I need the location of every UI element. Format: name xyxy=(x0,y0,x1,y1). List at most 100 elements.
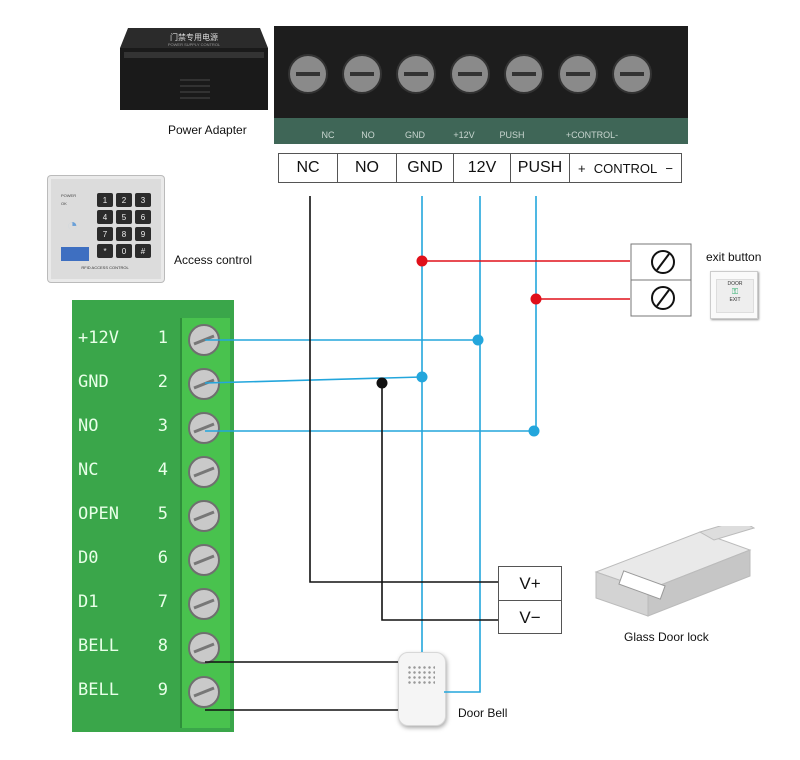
photo-label-no: NO xyxy=(361,130,375,140)
adapter-chinese-label: 门禁专用电源 xyxy=(170,32,218,42)
pin-name: +12V xyxy=(78,328,119,348)
pin-number: 1 xyxy=(157,328,168,348)
screw-slot xyxy=(193,334,215,346)
junction-gnd-exit xyxy=(416,255,428,267)
keypad-key: 7 xyxy=(97,227,113,241)
pin-name: NO xyxy=(78,416,99,436)
keypad-key: 0 xyxy=(116,244,132,258)
exit-terminal-screw-1 xyxy=(651,250,675,274)
exit-button-image: DOOR ⚿ EXIT xyxy=(710,271,758,319)
screw-slot xyxy=(193,466,215,478)
terminal-label-push: PUSH xyxy=(511,154,570,182)
terminal-label-nc: NC xyxy=(279,154,338,182)
power-adapter-image: 门禁专用电源 POWER SUPPLY CONTROL xyxy=(120,28,268,110)
keypad-key: 8 xyxy=(116,227,132,241)
keypad-key: # xyxy=(135,244,151,258)
board-pin-label: OPEN 5 xyxy=(78,498,168,530)
lock-v-minus: V− xyxy=(519,607,541,627)
power-terminal-label-row: NC NO GND 12V PUSH + CONTROL − xyxy=(278,153,682,183)
adapter-sub-label: POWER SUPPLY CONTROL xyxy=(168,42,221,47)
pin-number: 3 xyxy=(157,416,168,436)
pin-number: 7 xyxy=(157,592,168,612)
screw-slot xyxy=(193,510,215,522)
board-pin-label: +12V 1 xyxy=(78,322,168,354)
keypad-key: 5 xyxy=(116,210,132,224)
keypad-key: 2 xyxy=(116,193,132,207)
terminal-label-12v: 12V xyxy=(454,154,511,182)
wire-12v-to-bell xyxy=(444,340,481,693)
power-adapter-label: Power Adapter xyxy=(168,123,247,137)
pin-number: 2 xyxy=(157,372,168,392)
wire-nc-to-vplus xyxy=(309,196,498,583)
door-bell-image xyxy=(398,652,446,726)
exit-button-label: exit button xyxy=(706,250,762,264)
keypad-key: * xyxy=(97,244,113,258)
pin-name: D1 xyxy=(78,592,99,612)
pin-number: 4 xyxy=(157,460,168,480)
lock-terminal-box: V+ V− xyxy=(498,566,562,634)
photo-label-12v: +12V xyxy=(453,130,474,140)
pin-number: 5 xyxy=(157,504,168,524)
keypad-key: 3 xyxy=(135,193,151,207)
keypad-brand-text: RFID ACCESS CONTROL xyxy=(81,265,129,270)
glass-door-lock-image xyxy=(594,526,755,617)
pin-number: 8 xyxy=(157,636,168,656)
pin-name: GND xyxy=(78,372,109,392)
exit-button-text-door: DOOR xyxy=(727,281,743,287)
board-pin-label: GND 2 xyxy=(78,366,168,398)
screw-slot xyxy=(193,378,215,390)
keypad-key: 1 xyxy=(97,193,113,207)
junction-push-exit xyxy=(530,293,542,305)
keypad-key: 6 xyxy=(135,210,151,224)
card-reader-icon xyxy=(61,247,89,261)
power-terminal-block-photo: NC NO GND +12V PUSH +CONTROL- xyxy=(274,26,688,144)
door-bell-label: Door Bell xyxy=(458,706,508,720)
pin-number: 9 xyxy=(157,680,168,700)
board-terminal-screws xyxy=(188,324,220,708)
junction-gnd xyxy=(416,371,428,383)
access-control-label: Access control xyxy=(174,253,253,267)
terminal-label-control: + CONTROL − xyxy=(570,154,681,182)
pin-name: NC xyxy=(78,460,99,480)
control-text: CONTROL xyxy=(593,160,658,176)
rfid-icon: ◔ xyxy=(67,215,78,235)
junction-pin2 xyxy=(376,377,388,389)
control-plus: + xyxy=(578,160,586,176)
screw-slot xyxy=(193,642,215,654)
junction-push xyxy=(528,425,540,437)
lock-v-plus: V+ xyxy=(499,567,561,601)
control-minus: − xyxy=(665,160,673,176)
photo-label-control: +CONTROL- xyxy=(566,130,618,140)
wire-gnd-to-pin2 xyxy=(204,376,423,384)
indicator-ok: OK xyxy=(61,201,67,206)
screw-slot xyxy=(193,686,215,698)
board-pin-label: NC 4 xyxy=(78,454,168,486)
screw-slot xyxy=(193,598,215,610)
wire-12v-to-pin1 xyxy=(205,196,481,341)
junction-12v xyxy=(472,334,484,346)
exit-button-text-exit: EXIT xyxy=(729,297,741,303)
board-pin-label: D0 6 xyxy=(78,542,168,574)
exit-terminal-screw-2 xyxy=(651,286,675,310)
wire-push-to-pin3 xyxy=(205,196,537,432)
keypad-key: 4 xyxy=(97,210,113,224)
speaker-grille-icon xyxy=(407,665,435,685)
pin-name: D0 xyxy=(78,548,99,568)
wire-pin2-to-vminus xyxy=(381,383,498,621)
pin-name: BELL xyxy=(78,680,119,700)
glass-door-lock-label: Glass Door lock xyxy=(624,630,709,644)
pin-number: 6 xyxy=(157,548,168,568)
terminal-label-no: NO xyxy=(338,154,397,182)
photo-label-nc: NC xyxy=(322,130,335,140)
exit-button-terminals xyxy=(630,243,692,317)
pin-name: OPEN xyxy=(78,504,119,524)
keypad-key: 9 xyxy=(135,227,151,241)
indicator-power: POWER xyxy=(61,193,77,198)
photo-label-gnd: GND xyxy=(405,130,426,140)
board-pin-label: D1 7 xyxy=(78,586,168,618)
screw-slot xyxy=(193,422,215,434)
key-icon: ⚿ xyxy=(731,287,739,296)
